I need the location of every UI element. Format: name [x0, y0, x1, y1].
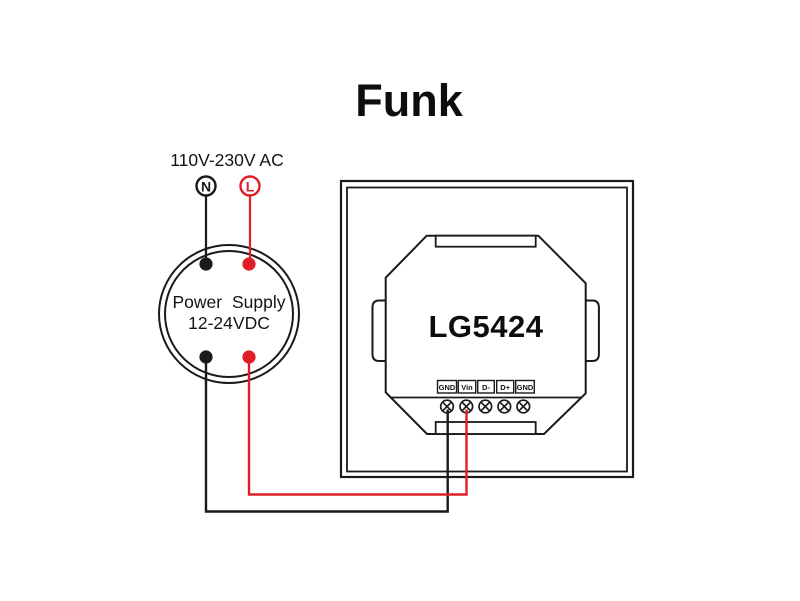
controller-body-octagon — [384, 234, 587, 435]
screw-terminal-2 — [459, 399, 474, 414]
neutral-terminal: N — [195, 175, 217, 197]
wall-plate-inner-frame — [346, 186, 628, 473]
terminal-box-d-plus — [496, 379, 515, 394]
terminal-box-gnd-2 — [515, 379, 536, 394]
terminal-label-d-minus: D- — [482, 383, 490, 392]
live-terminal: L — [239, 175, 261, 197]
top-slot — [434, 234, 537, 248]
power-supply-outer-circle — [158, 244, 300, 384]
screw-terminal-5 — [516, 399, 531, 414]
wall-plate — [339, 179, 635, 479]
ac-voltage-label: 110V-230V AC — [170, 150, 284, 170]
gnd-wire — [204, 357, 449, 513]
power-supply-name: Power Supply — [173, 292, 286, 312]
terminal-box-vin — [457, 379, 477, 394]
terminal-labels: GND Vin D- D+ GND — [436, 379, 536, 394]
left-mounting-tab — [371, 299, 385, 362]
ps-ac-neutral-dot — [199, 257, 213, 271]
controller-model-label: LG5424 — [428, 309, 543, 344]
diagram-title: Funk — [355, 75, 463, 126]
terminal-label-gnd-2: GND — [517, 383, 534, 392]
terminal-label-d-plus: D+ — [500, 383, 510, 392]
terminal-label-vin: Vin — [461, 383, 473, 392]
screw-terminal-3 — [478, 399, 493, 414]
terminal-box-d-minus — [477, 379, 496, 394]
ps-ac-live-dot — [242, 257, 256, 271]
power-supply — [158, 244, 300, 384]
neutral-terminal-label: N — [201, 179, 211, 195]
terminal-box-gnd-1 — [436, 379, 458, 394]
right-mounting-tab — [586, 299, 600, 362]
live-terminal-label: L — [246, 179, 255, 195]
bottom-slot — [434, 421, 537, 435]
power-supply-voltage: 12-24VDC — [188, 313, 270, 333]
power-supply-inner-circle — [164, 250, 294, 378]
wall-plate-outer-frame — [339, 179, 635, 479]
screw-terminals — [439, 399, 531, 414]
screw-terminal-4 — [497, 399, 512, 414]
vin-wire — [247, 357, 468, 496]
controller-module: LG5424 GND Vin D- D+ GND — [371, 234, 600, 435]
terminal-label-gnd-1: GND — [439, 383, 456, 392]
